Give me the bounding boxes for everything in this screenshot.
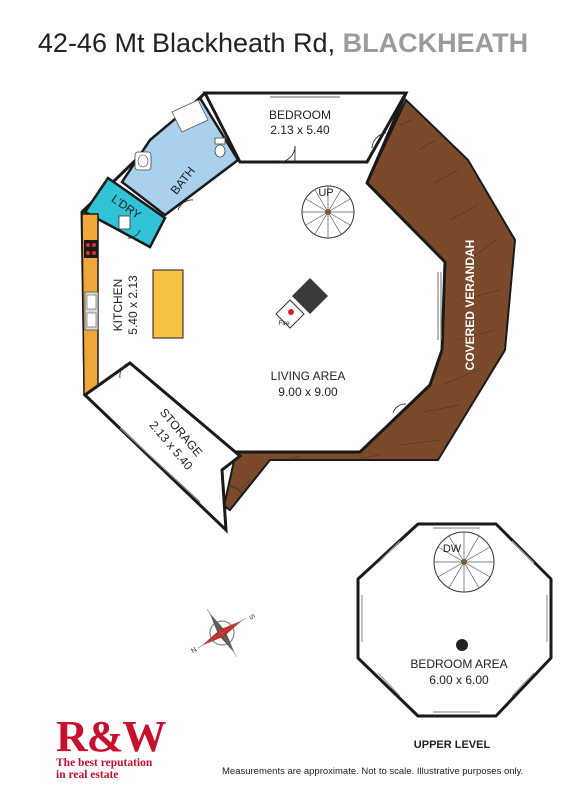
upper-bedroom-dims: 6.00 x 6.00 xyxy=(429,673,489,687)
fire-label: Fire xyxy=(278,320,290,327)
page-title: 42-46 Mt Blackheath Rd, BLACKHEATH xyxy=(0,28,566,59)
living-label: LIVING AREA xyxy=(271,369,346,383)
shower-tray xyxy=(171,99,209,133)
address-text: 42-46 Mt Blackheath Rd, xyxy=(37,28,336,58)
laundry-tub-icon xyxy=(118,215,131,230)
kitchen-island xyxy=(152,269,184,339)
upper-level-floor xyxy=(356,522,553,718)
bath-room xyxy=(120,96,240,217)
brand-logo: R&W The best reputation in real estate xyxy=(56,712,181,782)
disclaimer-text: Measurements are approximate. Not to sca… xyxy=(222,766,524,777)
storage-room xyxy=(82,361,243,534)
basin-icon xyxy=(134,151,152,171)
bedroom-dims: 2.13 x 5.40 xyxy=(270,123,330,137)
compass-north: N xyxy=(190,646,198,655)
suburb-text: BLACKHEATH xyxy=(342,28,529,58)
stair-down-label: DW xyxy=(443,543,462,555)
bedroom-room xyxy=(202,91,409,164)
logo-tagline-2: in real estate xyxy=(56,769,119,781)
upper-bedroom-label: BEDROOM AREA xyxy=(410,657,507,671)
stair-down-icon xyxy=(433,531,495,593)
laundry-room xyxy=(83,176,167,249)
stair-up-icon xyxy=(301,185,355,239)
logo-mark: R&W xyxy=(56,712,166,761)
bedroom-label: BEDROOM xyxy=(269,108,331,122)
verandah-label: COVERED VERANDAH xyxy=(463,240,477,371)
fireplace-icon xyxy=(275,278,328,329)
stair-up-label: UP xyxy=(318,187,333,199)
kitchen-label: KITCHEN xyxy=(111,279,125,332)
compass-south: S xyxy=(247,613,256,621)
compass-icon xyxy=(198,609,246,657)
cooktop-icon xyxy=(84,240,98,258)
sink-icon xyxy=(84,291,99,331)
logo-tagline-1: The best reputation xyxy=(56,757,153,769)
living-dims: 9.00 x 9.00 xyxy=(278,385,338,399)
flue-icon xyxy=(456,639,468,651)
upper-level-label: UPPER LEVEL xyxy=(414,739,491,751)
kitchen-dims: 5.40 x 2.13 xyxy=(126,275,140,335)
toilet-icon xyxy=(214,137,226,158)
